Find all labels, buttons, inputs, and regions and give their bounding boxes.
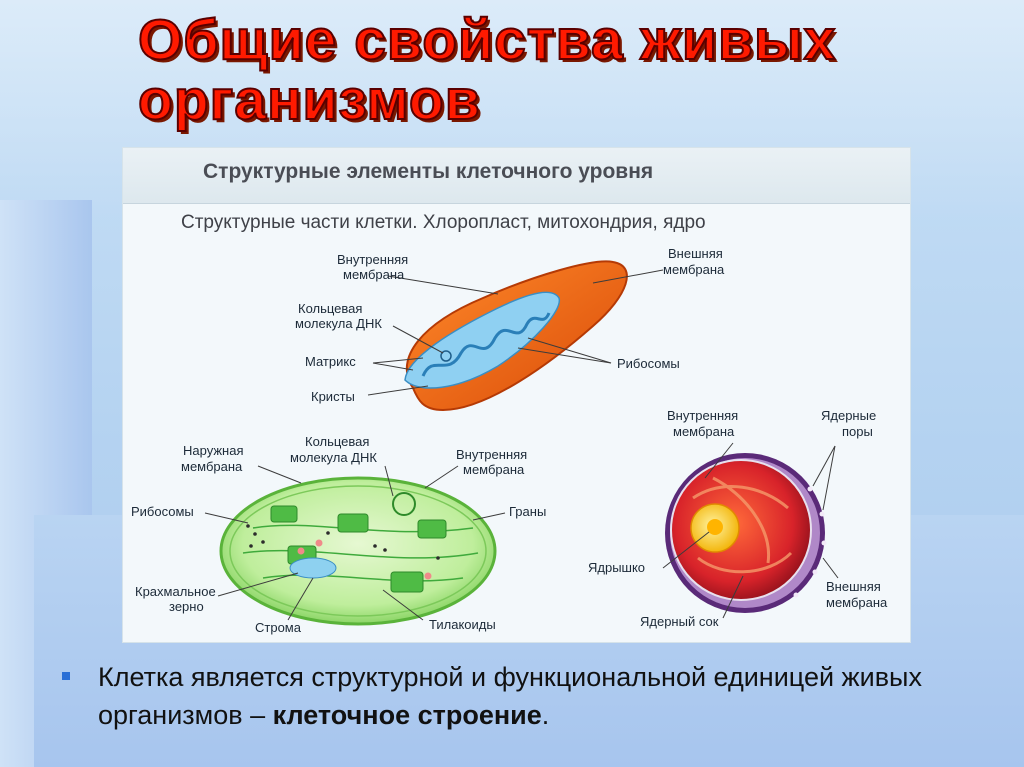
chloroplast-lipid-droplets — [297, 539, 432, 580]
chloroplast-starch-grain — [289, 557, 337, 579]
chl-dna-label-2: молекула ДНК — [290, 450, 377, 465]
mitochondrion-leader-lines — [367, 269, 664, 396]
nucleolus-core — [707, 519, 723, 535]
mito-cristae-label: Кристы — [311, 389, 355, 404]
mito-outer-membrane-label-1: Внешняя — [668, 246, 723, 261]
chloroplast-dna-ring — [392, 492, 416, 516]
body-text-plain: Клетка является структурной и функционал… — [98, 662, 922, 730]
mito-dna-label-2: молекула ДНК — [295, 316, 382, 331]
slide-title-line-1: Общие свойства живых — [137, 8, 837, 72]
chloroplast-labels: Наружная мембрана Кольцевая молекула ДНК… — [131, 434, 546, 635]
mitochondrion-cristae — [421, 312, 551, 377]
chloroplast-leader-lines — [204, 465, 506, 621]
mitochondrion — [404, 260, 628, 412]
chloroplast-inner-membrane — [229, 485, 487, 617]
mito-matrix-label: Матрикс — [305, 354, 356, 369]
mito-inner-membrane-label-1: Внутренняя — [337, 252, 408, 267]
nucleus-labels: Внутренняя мембрана Ядерные поры Ядрышко… — [588, 408, 888, 629]
chl-stroma-label: Строма — [255, 620, 302, 635]
nuclear-sap-chromatin — [692, 476, 793, 574]
chl-starch-label-1: Крахмальное — [135, 584, 216, 599]
chloroplast-grana — [270, 505, 447, 593]
chl-ribosomes-label: Рибосомы — [131, 504, 194, 519]
figure-subtitle: Структурные части клетки. Хлоропласт, ми… — [181, 212, 706, 233]
chl-outer-membrane-label-1: Наружная — [183, 443, 244, 458]
mitochondrion-dna-ring — [440, 350, 452, 362]
chl-dna-label-1: Кольцевая — [305, 434, 369, 449]
chloroplast — [219, 476, 497, 626]
figure-header: Структурные элементы клеточного уровня — [123, 148, 910, 204]
nuc-pores-label-2: поры — [842, 424, 873, 439]
nuc-outer-membrane-label-1: Внешняя — [826, 579, 881, 594]
nuc-nucleolus-label: Ядрышко — [588, 560, 645, 575]
chl-inner-membrane-label-1: Внутренняя — [456, 447, 527, 462]
nucleus-leader-lines — [662, 442, 839, 619]
nuc-inner-membrane-label-1: Внутренняя — [667, 408, 738, 423]
slide-title: Общие свойства живых организмов — [137, 8, 837, 132]
chl-outer-membrane-label-2: мембрана — [181, 459, 243, 474]
nucleus — [665, 453, 827, 613]
chl-thylakoids-label: Тилакоиды — [429, 617, 496, 632]
body-paragraph: Клетка является структурной и функционал… — [98, 658, 958, 734]
mito-inner-membrane-label-2: мембрана — [343, 267, 405, 282]
nuc-outer-membrane-label-2: мембрана — [826, 595, 888, 610]
nuc-inner-membrane-label-2: мембрана — [673, 424, 735, 439]
mito-dna-label-1: Кольцевая — [298, 301, 362, 316]
mito-ribosomes-label: Рибосомы — [617, 356, 680, 371]
nuc-sap-label: Ядерный сок — [640, 614, 719, 629]
chl-starch-label-2: зерно — [169, 599, 204, 614]
figure-title: Структурные элементы клеточного уровня — [203, 160, 654, 183]
chloroplast-ribosomes — [246, 524, 440, 560]
chl-grana-label: Граны — [509, 504, 546, 519]
slide-title-line-2: организмов — [137, 68, 481, 132]
cell-structures-figure: Структурные элементы клеточного уровня С… — [123, 148, 910, 642]
mito-outer-membrane-label-2: мембрана — [663, 262, 725, 277]
cell-organelles-diagram: Внутренняя мембрана Внешняя мембрана Кол… — [131, 246, 888, 635]
chl-inner-membrane-label-2: мембрана — [463, 462, 525, 477]
nuc-pores-label-1: Ядерные — [821, 408, 876, 423]
body-text-bold: клеточное строение — [272, 700, 542, 730]
nuclear-pores — [793, 486, 827, 598]
bullet-marker — [62, 672, 70, 680]
mitochondrion-labels: Внутренняя мембрана Внешняя мембрана Кол… — [295, 246, 725, 404]
body-text-end: . — [541, 700, 550, 730]
